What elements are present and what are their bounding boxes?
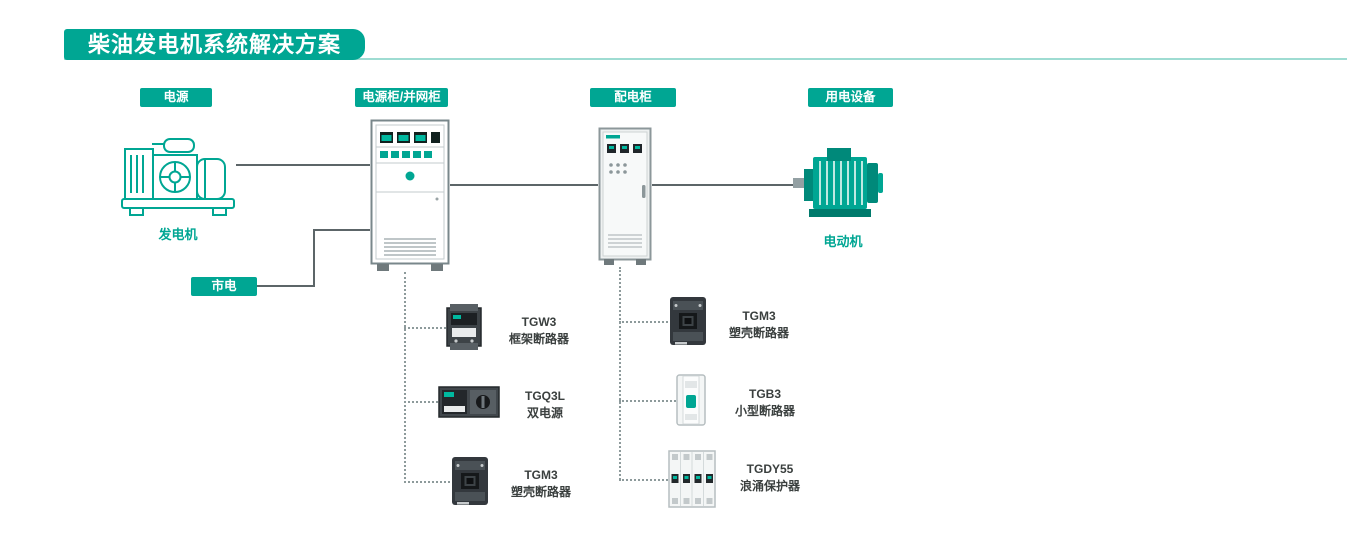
dotted-trunk-power-cabinet xyxy=(404,272,406,483)
product-name: 小型断路器 xyxy=(734,404,795,419)
label-power-source: 电源 xyxy=(140,88,212,107)
tgw3-frame-breaker-image xyxy=(446,303,482,351)
dotted-branch-tgq3l xyxy=(404,401,438,403)
label-electric-equipment: 用电设备 xyxy=(808,88,893,107)
connector-mains-h1 xyxy=(257,285,315,287)
tgm3-mccb-left-image xyxy=(450,456,490,506)
connector-cabinet-to-distribution xyxy=(450,184,598,186)
product-label-tgq3l: TGQ3L 双电源 xyxy=(500,388,590,423)
label-power-grid-cabinet: 电源柜/并网柜 xyxy=(355,88,448,107)
connector-generator-to-cabinet xyxy=(236,164,370,166)
dotted-branch-tgb3 xyxy=(619,400,676,402)
power-cabinet-image xyxy=(370,119,450,272)
product-label-tgw3: TGW3 框架断路器 xyxy=(494,314,584,349)
distribution-cabinet-image xyxy=(598,127,652,267)
product-label-tgdy55: TGDY55 浪涌保护器 xyxy=(722,461,818,496)
tgdy55-spd-image xyxy=(668,450,716,508)
motor-image xyxy=(793,147,885,219)
label-distribution-cabinet: 配电柜 xyxy=(590,88,676,107)
dotted-branch-tgm3-right xyxy=(619,321,668,323)
tgb3-mcb-image xyxy=(676,374,706,426)
product-label-tgm3-left: TGM3 塑壳断路器 xyxy=(496,467,586,502)
product-name: 框架断路器 xyxy=(508,332,569,347)
label-mains-power: 市电 xyxy=(191,277,257,296)
product-name: 双电源 xyxy=(526,406,563,421)
product-label-tgm3-right: TGM3 塑壳断路器 xyxy=(714,308,804,343)
product-model: TGM3 xyxy=(524,468,558,482)
tgm3-mccb-right-image xyxy=(668,296,708,346)
caption-motor: 电动机 xyxy=(823,234,863,249)
dotted-branch-tgdy55 xyxy=(619,479,668,481)
connector-distribution-to-motor xyxy=(652,184,793,186)
tgq3l-dual-power-image xyxy=(438,384,500,420)
dotted-branch-tgm3-left xyxy=(404,481,450,483)
product-name: 塑壳断路器 xyxy=(510,485,571,500)
product-model: TGDY55 xyxy=(746,462,794,476)
product-name: 浪涌保护器 xyxy=(739,479,800,494)
product-model: TGW3 xyxy=(521,315,557,329)
dotted-trunk-distribution xyxy=(619,267,621,480)
generator-image xyxy=(118,122,238,217)
product-model: TGM3 xyxy=(742,309,776,323)
product-name: 塑壳断路器 xyxy=(728,326,789,341)
title-underline xyxy=(64,58,1347,60)
product-model: TGQ3L xyxy=(524,389,565,403)
product-model: TGB3 xyxy=(748,387,781,401)
caption-generator: 发电机 xyxy=(158,227,198,242)
connector-mains-h2 xyxy=(313,229,370,231)
product-label-tgb3: TGB3 小型断路器 xyxy=(720,386,810,421)
dotted-branch-tgw3 xyxy=(404,327,446,329)
page-title: 柴油发电机系统解决方案 xyxy=(64,29,366,60)
connector-mains-v xyxy=(313,229,315,287)
